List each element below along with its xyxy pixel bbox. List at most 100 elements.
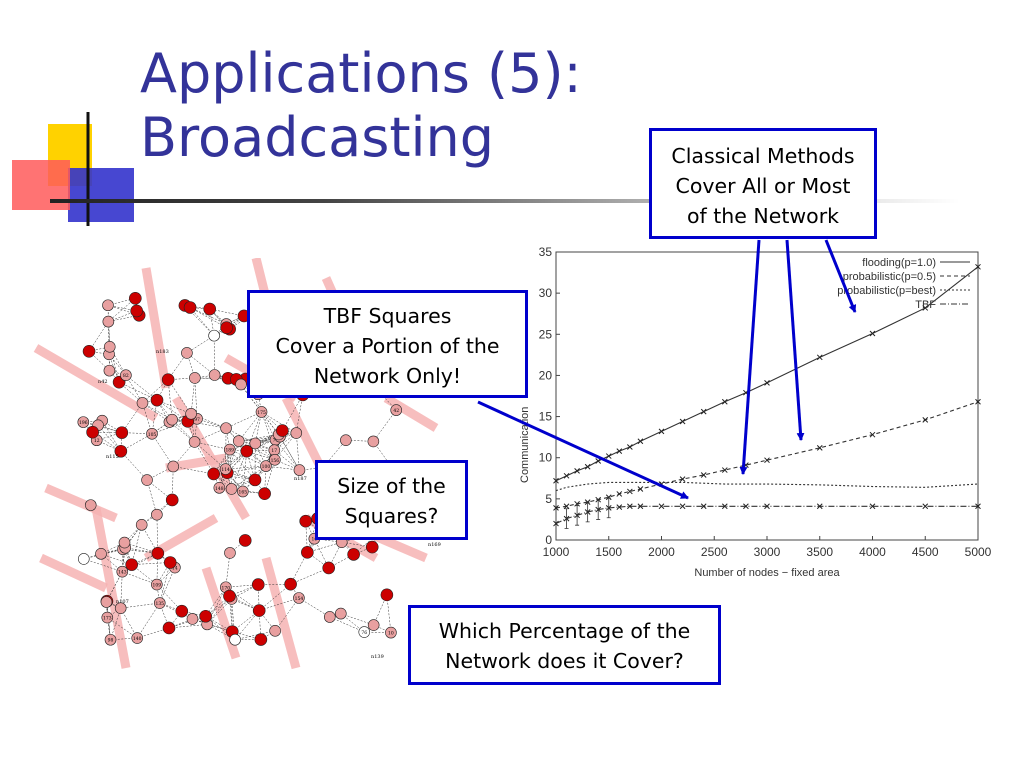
node-label: 17 (271, 448, 277, 454)
network-edge (156, 514, 159, 554)
node-label: 105 (148, 432, 157, 438)
network-edge (137, 602, 160, 639)
deco-blue-square (68, 168, 134, 222)
network-edge (227, 472, 232, 489)
network-node (185, 407, 197, 420)
network-edge (373, 409, 397, 442)
x-tick-label: 2000 (648, 545, 675, 559)
data-point (563, 503, 570, 510)
network-node (252, 604, 266, 617)
legend-label: TBF (915, 299, 936, 311)
network-edge (151, 433, 174, 467)
network-node (161, 373, 175, 386)
network-node (129, 292, 142, 305)
data-point (743, 503, 749, 510)
network-edge (341, 531, 381, 543)
network-node (260, 460, 272, 472)
data-point (700, 503, 707, 510)
x-axis-label: Number of nodes − fixed area (694, 567, 840, 579)
network-node (293, 464, 306, 476)
callout-classical-line-1: Classical Methods (671, 144, 855, 168)
y-tick-label: 20 (539, 368, 553, 382)
x-tick-label: 3500 (806, 545, 833, 559)
network-node (223, 589, 236, 603)
network-node (189, 372, 201, 384)
y-axis-label: Communication (519, 407, 531, 483)
node-label: 100 (262, 464, 271, 470)
network-node (167, 460, 180, 473)
network-edge (275, 439, 300, 471)
network-edge (146, 479, 158, 515)
network-edge (122, 553, 158, 572)
network-edge (229, 449, 232, 489)
x-tick-label: 2500 (701, 545, 728, 559)
decorative-squares (12, 112, 134, 226)
node-label: 156 (271, 458, 280, 464)
network-node (322, 561, 336, 575)
callout-tbf-line-3: Network Only! (313, 364, 462, 388)
network-node (358, 626, 371, 638)
legend-label: probabilistic(p=0.5) (843, 271, 936, 283)
network-node (135, 519, 148, 531)
y-tick-label: 10 (539, 451, 553, 465)
network-edge (168, 616, 206, 629)
network-edge (156, 584, 182, 612)
network-edge (307, 518, 328, 553)
network-node (255, 406, 268, 418)
network-node (175, 604, 189, 618)
node-label: 14 (172, 566, 178, 572)
callout-tbf-squares: TBF Squares Cover a Portion of the Netwo… (247, 290, 528, 398)
network-edge (141, 499, 173, 526)
network-node (240, 444, 254, 458)
network-edge (121, 402, 143, 433)
x-tick-label: 5000 (965, 545, 992, 559)
network-edge (290, 584, 300, 599)
tbf-square-edge (44, 483, 118, 523)
network-edge (225, 411, 262, 429)
node-label: 109 (153, 583, 162, 589)
data-point (553, 520, 559, 527)
network-edge (124, 542, 158, 554)
network-edge (120, 602, 160, 609)
network-node (335, 607, 347, 620)
network-node (229, 633, 241, 646)
network-edge (186, 352, 215, 376)
network-edge (213, 473, 220, 488)
node-label: 196 (79, 420, 88, 426)
network-node (254, 633, 268, 646)
y-tick-label: 30 (539, 286, 553, 300)
network-edge (191, 413, 227, 429)
network-node (301, 546, 314, 559)
network-text-label: n139 (371, 654, 384, 660)
node-label: 82 (123, 373, 129, 379)
network-edge (125, 375, 158, 401)
network-node (188, 436, 201, 448)
data-point (637, 503, 644, 510)
node-label: 10 (388, 631, 394, 637)
node-label: 76 (361, 630, 367, 636)
network-edge (219, 479, 256, 489)
network-text-label: n169 (428, 542, 441, 548)
data-point (764, 457, 770, 464)
network-edge (386, 594, 392, 633)
network-node (213, 482, 226, 494)
callout-percent-line-2: Network does it Cover? (445, 649, 684, 673)
network-edge (205, 616, 236, 640)
network-node (367, 435, 380, 448)
data-point (679, 503, 686, 510)
network-edge (238, 411, 262, 442)
network-edge (156, 399, 192, 415)
node-label: 175 (257, 410, 266, 416)
network-node (165, 493, 179, 507)
y-tick-label: 25 (539, 327, 553, 341)
network-node (203, 302, 217, 316)
network-edge (213, 450, 247, 475)
node-label: 42 (393, 408, 399, 414)
tbf-square-edge (33, 344, 159, 422)
node-label: 114 (221, 467, 230, 473)
network-node (269, 625, 281, 637)
error-bar (564, 508, 569, 529)
tbf-square-edge (91, 507, 131, 669)
network-node (163, 556, 177, 569)
data-point (700, 472, 707, 478)
